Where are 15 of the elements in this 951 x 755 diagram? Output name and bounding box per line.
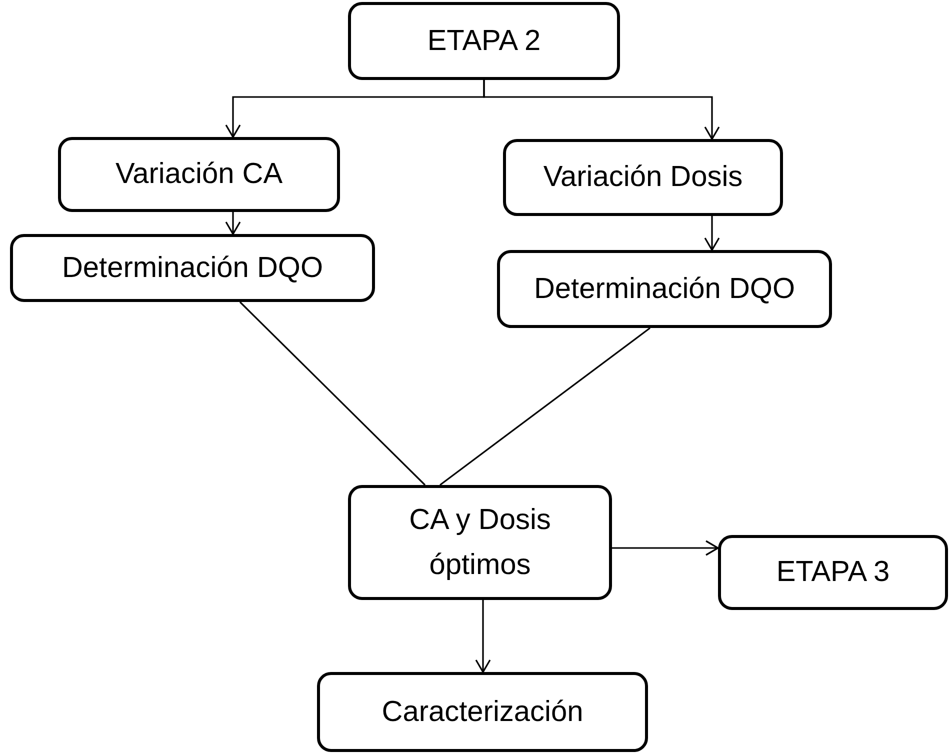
arrow (475, 600, 491, 673)
arrow (225, 212, 241, 235)
process-box: ETAPA 2 (348, 2, 620, 80)
connector-line (440, 327, 650, 486)
process-box: Caracterización (317, 672, 648, 752)
process-box: Determinación DQO (10, 234, 375, 302)
process-box: CA y Dosis óptimos (348, 485, 612, 600)
arrow (704, 216, 720, 251)
arrow (483, 80, 720, 140)
process-box: Determinación DQO (497, 250, 832, 328)
arrow (612, 540, 719, 556)
connector-line (239, 301, 426, 486)
process-box: Variación CA (58, 137, 340, 212)
process-box: ETAPA 3 (718, 535, 948, 610)
process-box: Variación Dosis (503, 139, 783, 216)
